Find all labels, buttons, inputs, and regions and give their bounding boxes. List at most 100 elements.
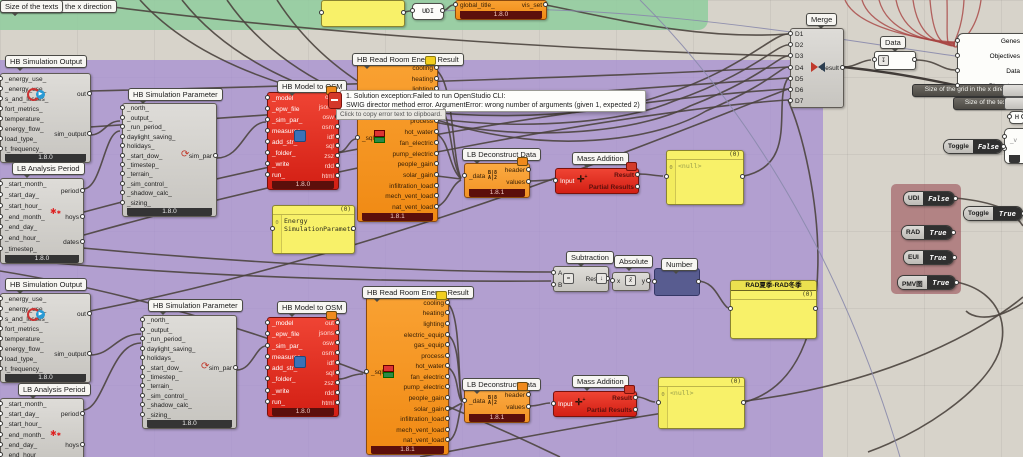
port-absolute-out-0[interactable] (645, 278, 651, 283)
port-lb-deconstruct-1-out-1[interactable] (525, 179, 531, 185)
port-merge-in-4[interactable] (787, 75, 793, 81)
port-hb-sim-output-1-in-0[interactable] (0, 75, 3, 81)
port-hb-read-energy-1-out-13[interactable] (433, 204, 439, 210)
port-global-title-out[interactable] (542, 1, 548, 7)
port-hb-model-to-osm-1-in-6[interactable] (264, 161, 270, 166)
port-lb-deconstruct-1-out-0[interactable] (525, 166, 531, 172)
port-hb-sim-parameter-1-in-8[interactable] (119, 180, 125, 186)
node-right-edge-component[interactable]: _v (1004, 128, 1023, 164)
port-lb-analysis-period-2-in-0[interactable] (0, 400, 3, 406)
warning-balloon-icon[interactable] (425, 56, 436, 65)
port-top-yellow-panel-out[interactable] (400, 10, 406, 15)
port-mass-addition-2-in-0[interactable] (550, 400, 556, 406)
port-hb-sim-parameter-1-in-6[interactable] (119, 161, 125, 167)
label-hb-sim-parameter-2[interactable]: HB Simulation Parameter (148, 299, 243, 315)
label-slider-texts[interactable]: Size of the texts (0, 0, 64, 16)
port-hb-model-to-osm-2-out-5[interactable] (334, 369, 340, 375)
port-hb-model-to-osm-2-out-3[interactable] (334, 349, 340, 355)
port-toggle-rad-out[interactable] (950, 229, 956, 235)
panel-rad-seasons-panel[interactable]: RAD夏季-RAD冬季(0) (730, 280, 817, 339)
port-lb-analysis-period-2-in-3[interactable] (0, 431, 3, 437)
port-hb-read-energy-2-out-1[interactable] (444, 310, 450, 316)
port-merge-in-2[interactable] (787, 53, 793, 59)
label-absolute[interactable]: Absolute (614, 255, 654, 271)
port-hb-model-to-osm-1-in-0[interactable] (264, 95, 270, 100)
port-merge-in-5[interactable] (787, 86, 793, 92)
toggle-value[interactable]: False (923, 192, 954, 205)
port-hb-read-energy-2-out-2[interactable] (444, 320, 450, 326)
port-hb-read-energy-2-out-11[interactable] (444, 416, 450, 422)
port-hb-read-energy-2-out-8[interactable] (444, 384, 450, 390)
label-merge[interactable]: Merge (806, 13, 838, 29)
port-hb-sim-output-2-in-4[interactable] (0, 335, 3, 341)
warning-balloon-icon[interactable] (624, 385, 635, 394)
port-toggle-false-1-out[interactable] (1000, 143, 1006, 149)
label-hb-sim-parameter-1[interactable]: HB Simulation Parameter (128, 88, 223, 104)
port-top-yellow-panel-in[interactable] (318, 10, 324, 15)
port-hb-sim-parameter-2-in-2[interactable] (139, 336, 145, 342)
port-wallacei-inputs-in-1[interactable] (954, 53, 960, 58)
label-lb-analysis-period-2[interactable]: LB Analysis Period (18, 383, 91, 399)
port-hb-model-to-osm-2-out-8[interactable] (334, 399, 340, 405)
label-lb-deconstruct-2[interactable]: LB Deconstruct Data (462, 378, 542, 394)
port-hb-model-to-osm-2-in-5[interactable] (264, 376, 270, 382)
port-hb-model-to-osm-1-out-3[interactable] (334, 123, 340, 129)
port-h-box-in[interactable] (1006, 114, 1012, 119)
label-hb-sim-output-1[interactable]: HB Simulation Output (5, 55, 88, 71)
port-udi-box-out[interactable] (439, 8, 445, 13)
port-hb-model-to-osm-2-out-0[interactable] (334, 319, 340, 325)
node-lb-analysis-period-1[interactable]: _start_month__start_day__start_hour__end… (0, 178, 84, 264)
port-hb-model-to-osm-2-in-4[interactable] (264, 365, 270, 371)
port-merge-in-0[interactable] (787, 31, 793, 37)
port-hb-sim-parameter-2-out-0[interactable] (232, 364, 238, 370)
port-lb-deconstruct-2-in-0[interactable] (461, 398, 467, 403)
port-lb-analysis-period-2-in-1[interactable] (0, 411, 3, 416)
port-merge-in-1[interactable] (787, 42, 793, 48)
slider-slider-grid-x[interactable]: Size of the grid in the x direction (912, 84, 1023, 97)
port-hb-sim-parameter-2-in-4[interactable] (139, 355, 145, 361)
port-hb-sim-output-1-in-5[interactable] (0, 125, 3, 131)
port-hb-sim-parameter-2-in-5[interactable] (139, 364, 145, 370)
warning-balloon-icon[interactable] (517, 382, 528, 391)
port-hb-read-energy-1-out-1[interactable] (433, 75, 439, 81)
port-hb-sim-parameter-2-in-9[interactable] (139, 402, 145, 408)
label-hb-read-energy-1[interactable]: HB Read Room Energy Result (352, 53, 464, 69)
port-hb-model-to-osm-2-in-3[interactable] (264, 353, 270, 359)
port-wallacei-inputs-in-3[interactable] (954, 83, 960, 88)
port-hb-sim-output-1-in-4[interactable] (0, 115, 3, 121)
port-hb-sim-parameter-1-out-0[interactable] (212, 152, 218, 158)
port-hb-read-energy-2-out-10[interactable] (444, 405, 450, 411)
node-hb-read-energy-1[interactable]: _sqlcoolingheatinglightingelectric_equip… (357, 62, 438, 222)
port-hb-sim-output-2-in-7[interactable] (0, 365, 3, 371)
port-hb-model-to-osm-1-out-8[interactable] (334, 172, 340, 178)
port-hb-sim-output-2-in-0[interactable] (0, 295, 3, 301)
port-hb-read-energy-1-out-6[interactable] (433, 129, 439, 135)
label-mass-addition-1[interactable]: Mass Addition (572, 152, 629, 168)
port-toggle-eui-out[interactable] (951, 254, 957, 260)
port-hb-sim-parameter-1-in-5[interactable] (119, 152, 125, 158)
port-hb-model-to-osm-1-in-2[interactable] (264, 117, 270, 122)
port-hb-model-to-osm-2-in-1[interactable] (264, 331, 270, 337)
port-hb-model-to-osm-2-in-2[interactable] (264, 342, 270, 348)
port-wallacei-inputs-in-0[interactable] (954, 38, 960, 43)
port-hb-read-energy-1-out-9[interactable] (433, 161, 439, 167)
port-hb-read-energy-2-out-5[interactable] (444, 352, 450, 358)
port-lb-analysis-period-2-in-4[interactable] (0, 442, 3, 447)
port-mass-addition-1-out-1[interactable] (634, 183, 640, 189)
port-hb-model-to-osm-1-in-7[interactable] (264, 172, 270, 177)
port-hb-sim-output-2-in-6[interactable] (0, 355, 3, 361)
port-mass-addition-2-out-0[interactable] (632, 394, 638, 400)
port-toggle-pmv-out[interactable] (953, 279, 959, 285)
port-null-panel-1-in[interactable] (663, 174, 669, 179)
port-rad-seasons-panel-in[interactable] (727, 306, 733, 311)
port-hb-read-energy-2-out-4[interactable] (444, 342, 450, 348)
port-lb-analysis-period-1-in-6[interactable] (0, 246, 3, 252)
port-hb-sim-output-1-out-0[interactable] (86, 90, 92, 96)
port-hb-sim-output-1-in-7[interactable] (0, 145, 3, 151)
